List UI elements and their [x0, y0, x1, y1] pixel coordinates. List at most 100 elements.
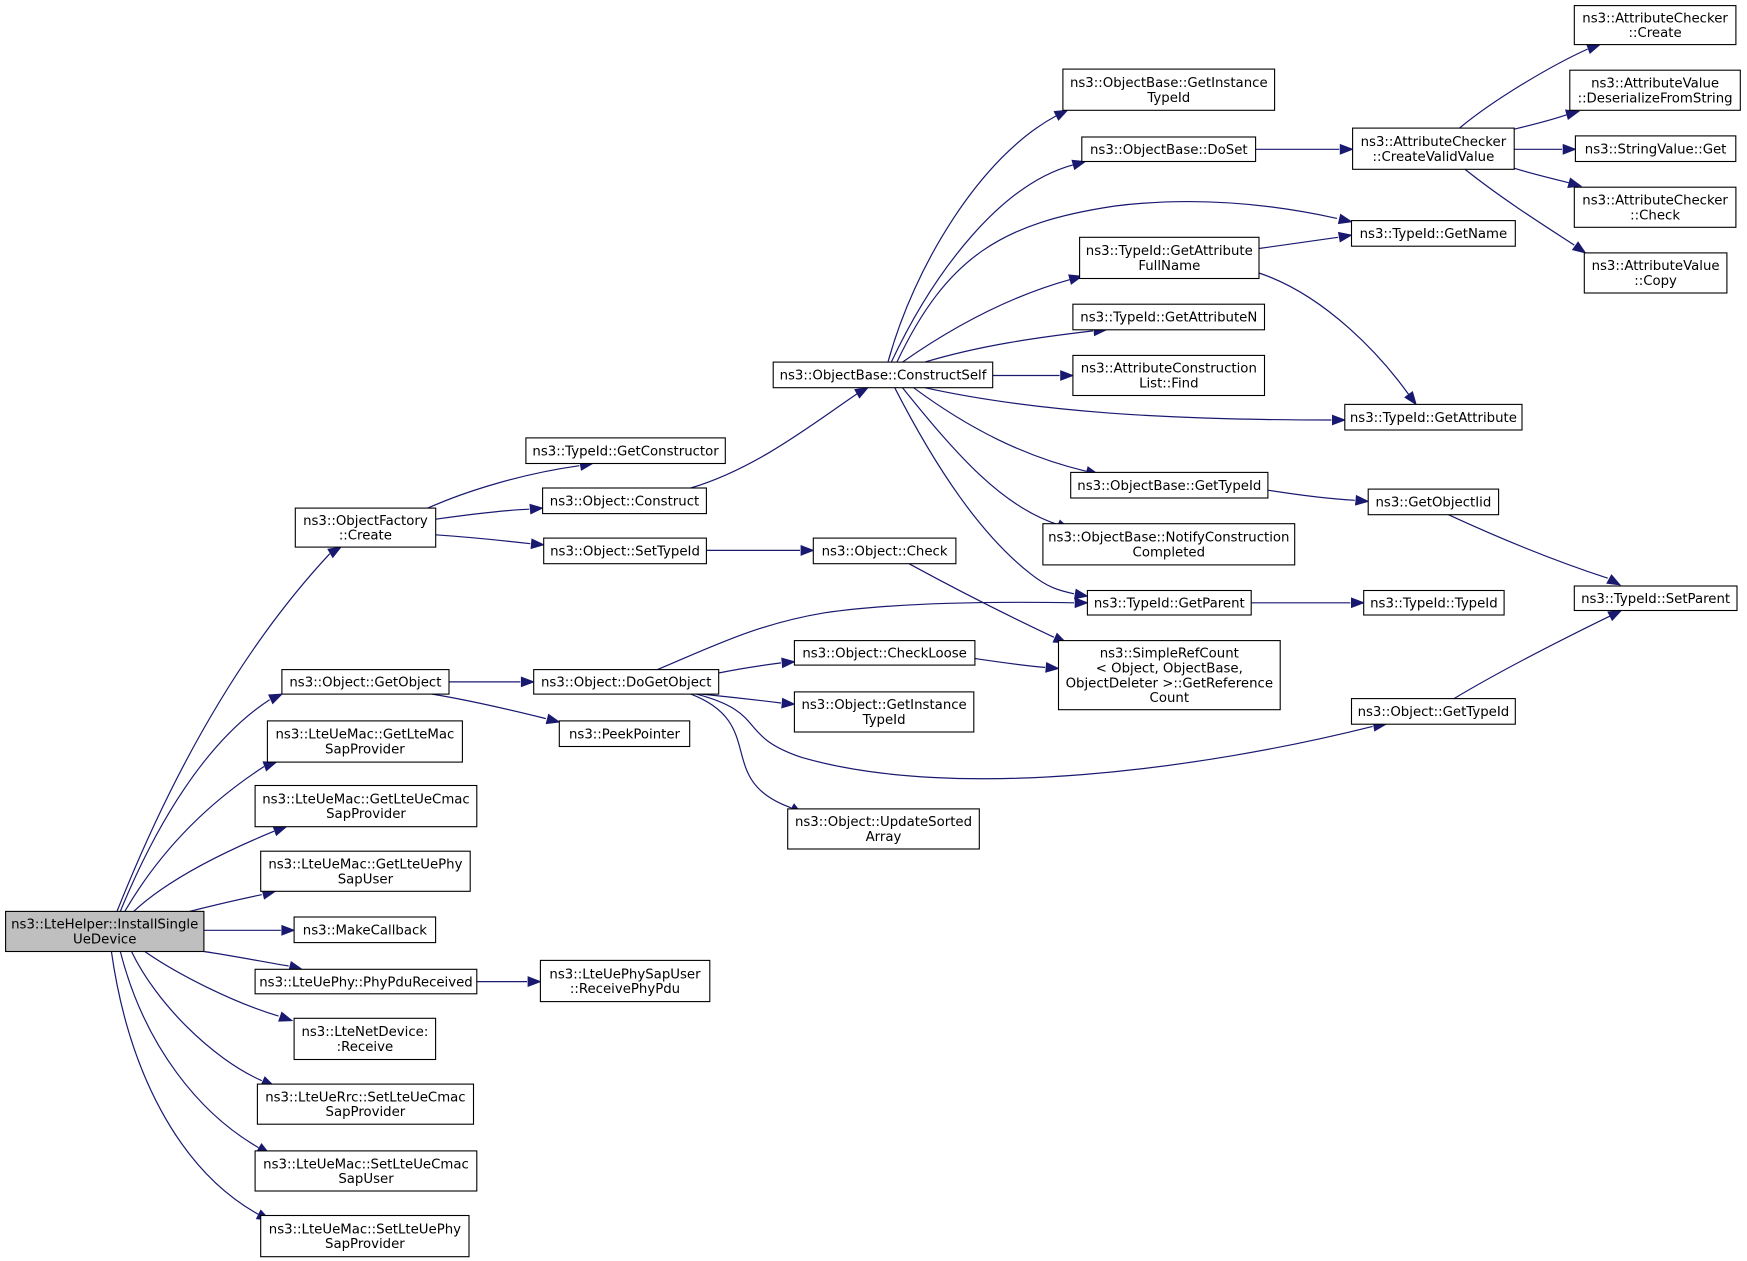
- edge-line: [124, 765, 265, 912]
- edge-line: [189, 894, 262, 912]
- call-edge-n16-to-n21: [718, 657, 796, 674]
- function-node[interactable]: ns3::ObjectBase::DoSet: [1081, 136, 1257, 163]
- function-node[interactable]: ns3::AttributeValue::DeserializeFromStri…: [1569, 69, 1741, 111]
- function-node[interactable]: ns3::SimpleRefCount< Object, ObjectBase,…: [1057, 640, 1281, 711]
- edge-line: [130, 951, 263, 1082]
- edge-line: [1513, 114, 1567, 130]
- call-edge-n33-to-n39: [1459, 43, 1602, 129]
- node-box: [543, 537, 707, 565]
- call-edge-n3-to-n16: [449, 676, 536, 688]
- function-node[interactable]: ns3::ObjectFactory::Create: [294, 507, 437, 548]
- node-box: [281, 669, 450, 695]
- edge-line: [119, 699, 270, 912]
- node-box: [1573, 5, 1737, 46]
- call-edge-n15-to-n20: [706, 544, 815, 556]
- edge-line: [435, 508, 530, 520]
- edge-arrowhead: [520, 676, 536, 688]
- function-node[interactable]: ns3::AttributeValue::Copy: [1583, 252, 1728, 294]
- function-node[interactable]: ns3::Object::CheckLoose: [793, 640, 976, 666]
- function-node[interactable]: ns3::GetObjectIid: [1367, 488, 1500, 516]
- node-box: [5, 910, 205, 953]
- function-node[interactable]: ns3::ObjectBase::GetTypeId: [1070, 471, 1269, 499]
- function-node[interactable]: ns3::TypeId::GetName: [1350, 220, 1516, 247]
- edge-arrowhead: [1571, 241, 1587, 254]
- node-box: [256, 1083, 475, 1125]
- node-label-line: ns3::LteUeMac::SetLteUeCmac: [263, 1157, 469, 1172]
- function-node[interactable]: ns3::TypeId::GetConstructor: [525, 437, 726, 465]
- edge-arrowhead: [1606, 574, 1622, 586]
- function-node[interactable]: ns3::LteUePhySapUser::ReceivePhyPdu: [539, 959, 711, 1003]
- edge-arrowhead: [800, 544, 815, 556]
- function-node[interactable]: ns3::TypeId::SetParent: [1573, 585, 1738, 612]
- function-node[interactable]: ns3::TypeId::GetParent: [1086, 589, 1252, 616]
- call-edge-n19-to-n34: [896, 200, 1353, 363]
- function-node[interactable]: ns3::Object::GetTypeId: [1350, 698, 1516, 725]
- node-label-line: ns3::TypeId::GetParent: [1094, 596, 1245, 611]
- node-label-line: ns3::Object::SetTypeId: [550, 545, 700, 560]
- node-box: [254, 784, 478, 828]
- call-edge-n1-to-n3: [119, 693, 284, 912]
- node-label-line: ::Check: [1630, 208, 1680, 223]
- edge-arrowhead: [262, 761, 278, 772]
- edge-line: [657, 601, 1075, 671]
- node-label-line: ns3::LteUeMac::GetLteUePhy: [268, 858, 462, 873]
- node-label-line: ::DeserializeFromString: [1578, 91, 1733, 106]
- function-node[interactable]: ns3::TypeId::TypeId: [1363, 589, 1505, 616]
- node-box: [266, 720, 463, 763]
- function-node[interactable]: ns3::Object::GetObject: [281, 669, 450, 695]
- node-label-line: ns3::Object::Check: [822, 545, 948, 560]
- node-label-line: ns3::AttributeValue: [1591, 77, 1719, 92]
- node-box: [254, 1150, 478, 1192]
- node-label-line: ns3::ObjectBase::GetInstance: [1070, 76, 1268, 91]
- edge-arrowhead: [1337, 231, 1353, 243]
- node-box: [525, 437, 726, 465]
- function-node[interactable]: ns3::Object::Check: [812, 537, 957, 565]
- function-node[interactable]: ns3::AttributeChecker::Create: [1573, 5, 1737, 46]
- function-node[interactable]: ns3::AttributeChecker::CreateValidValue: [1352, 127, 1515, 170]
- function-node[interactable]: ns3::LteNetDevice::Receive: [293, 1017, 437, 1061]
- call-edge-n14-to-n19: [690, 387, 870, 489]
- function-node[interactable]: ns3::Object::DoGetObject: [533, 669, 720, 695]
- function-node[interactable]: ns3::Object::Construct: [542, 487, 707, 515]
- call-edge-n1-to-n8: [203, 950, 304, 972]
- node-label-line: ns3::MakeCallback: [303, 923, 428, 938]
- edge-arrowhead: [545, 713, 561, 725]
- function-node[interactable]: ns3::ObjectBase::ConstructSelf: [772, 361, 994, 389]
- function-node[interactable]: ns3::StringValue::Get: [1574, 135, 1737, 163]
- edge-arrowhead: [1351, 597, 1366, 609]
- call-edge-n3-to-n17: [432, 693, 561, 725]
- edge-line: [116, 553, 331, 912]
- call-edge-n33-to-n42: [1513, 167, 1583, 188]
- function-node[interactable]: ns3::TypeId::GetAttributeN: [1072, 303, 1266, 331]
- edge-line: [913, 387, 1087, 472]
- function-node[interactable]: ns3::LteUePhy::PhyPduReceived: [254, 968, 478, 995]
- function-node[interactable]: ns3::ObjectBase::NotifyConstructionCompl…: [1042, 523, 1296, 566]
- function-node[interactable]: ns3::PeekPointer: [558, 720, 691, 748]
- function-node[interactable]: ns3::TypeId::GetAttribute: [1344, 403, 1523, 431]
- edge-arrowhead: [527, 976, 542, 988]
- function-node[interactable]: ns3::MakeCallback: [293, 916, 437, 944]
- function-node[interactable]: ns3::AttributeChecker::Check: [1573, 186, 1737, 228]
- edge-arrowhead: [1607, 609, 1623, 622]
- function-node[interactable]: ns3::Object::SetTypeId: [543, 537, 707, 565]
- node-label-line: < Object, ObjectBase,: [1096, 662, 1243, 677]
- call-edge-n29-to-n36: [1267, 489, 1370, 506]
- node-box: [260, 1214, 470, 1258]
- node-box: [260, 850, 471, 892]
- edge-arrowhead: [1586, 43, 1602, 55]
- node-label-line: ns3::ObjectBase::DoSet: [1090, 143, 1248, 158]
- node-label-line: SapProvider: [326, 807, 406, 822]
- edge-arrowhead: [272, 825, 288, 837]
